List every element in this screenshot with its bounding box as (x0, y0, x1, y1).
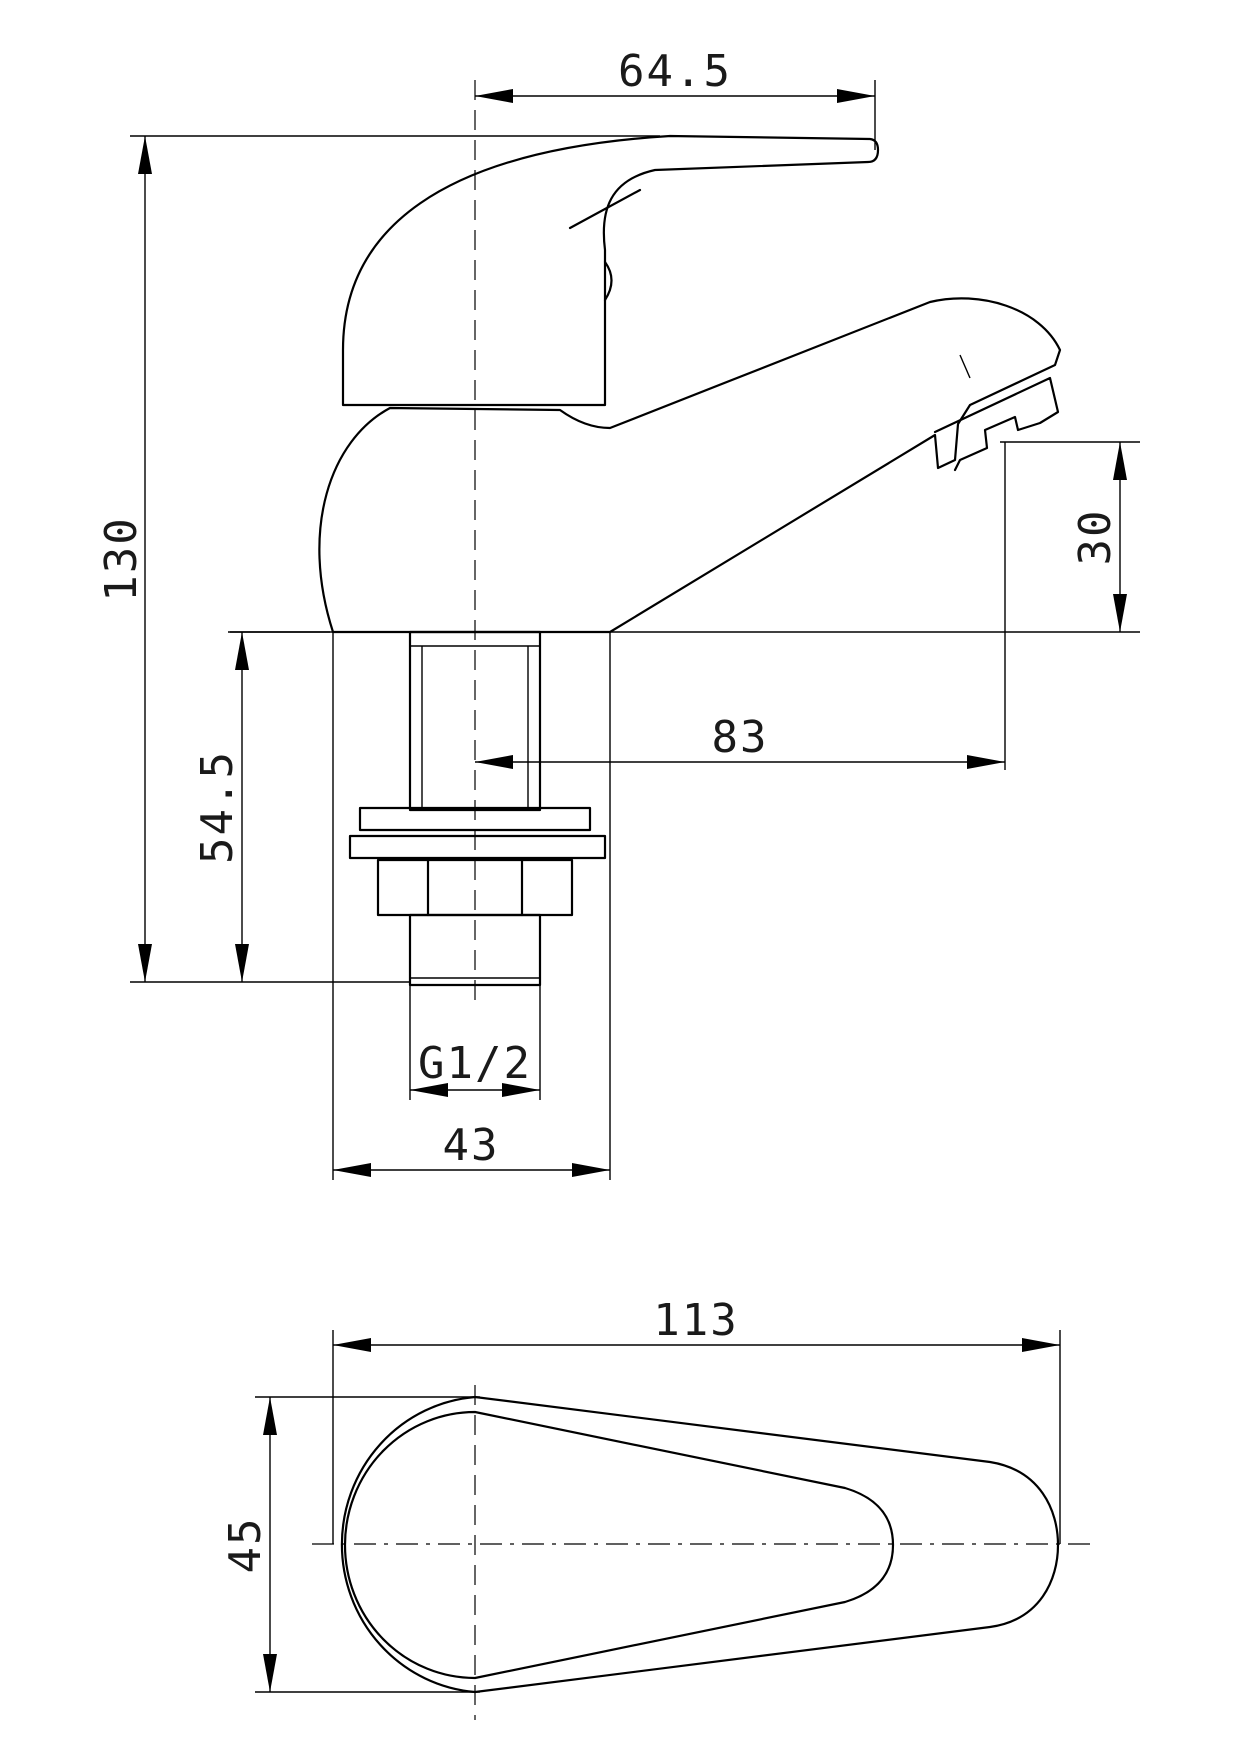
top-view: 113 45 (220, 1295, 1090, 1720)
tap-body (318, 297, 1062, 634)
spout-marker (959, 354, 971, 379)
dim-label-43: 43 (443, 1120, 500, 1171)
dim-spout-height: 30 (1000, 441, 1140, 632)
dim-label-113: 113 (653, 1295, 738, 1346)
dim-height-total: 130 (96, 135, 660, 983)
dim-label-64-5: 64.5 (618, 46, 732, 97)
dim-label-30: 30 (1070, 509, 1121, 566)
dim-thread: G1/2 (409, 985, 541, 1100)
lever-pin (603, 260, 613, 302)
top-inner-outline (343, 1410, 895, 1680)
washer-lower (348, 834, 607, 860)
side-view: 64.5 130 30 83 (96, 46, 1140, 1180)
washer (358, 806, 592, 832)
top-outer-outline (340, 1395, 1060, 1694)
dim-label-thread: G1/2 (418, 1038, 532, 1089)
dim-body-width: 45 (220, 1396, 480, 1693)
dim-label-83: 83 (712, 712, 769, 763)
lever-handle (341, 134, 880, 407)
dim-label-130: 130 (96, 516, 147, 601)
dim-label-45: 45 (220, 1517, 271, 1574)
dim-label-54-5: 54.5 (192, 750, 243, 864)
lever-edge (568, 188, 642, 230)
dim-base-width: 43 (332, 632, 611, 1180)
back-nut (376, 858, 574, 917)
dim-shank-length: 54.5 (192, 631, 330, 982)
aerator (933, 376, 1060, 472)
dim-spout-reach: 83 (475, 442, 1006, 770)
dim-top-offset: 64.5 (475, 46, 876, 150)
dim-overall-length: 113 (332, 1295, 1061, 1544)
shank (408, 630, 542, 812)
